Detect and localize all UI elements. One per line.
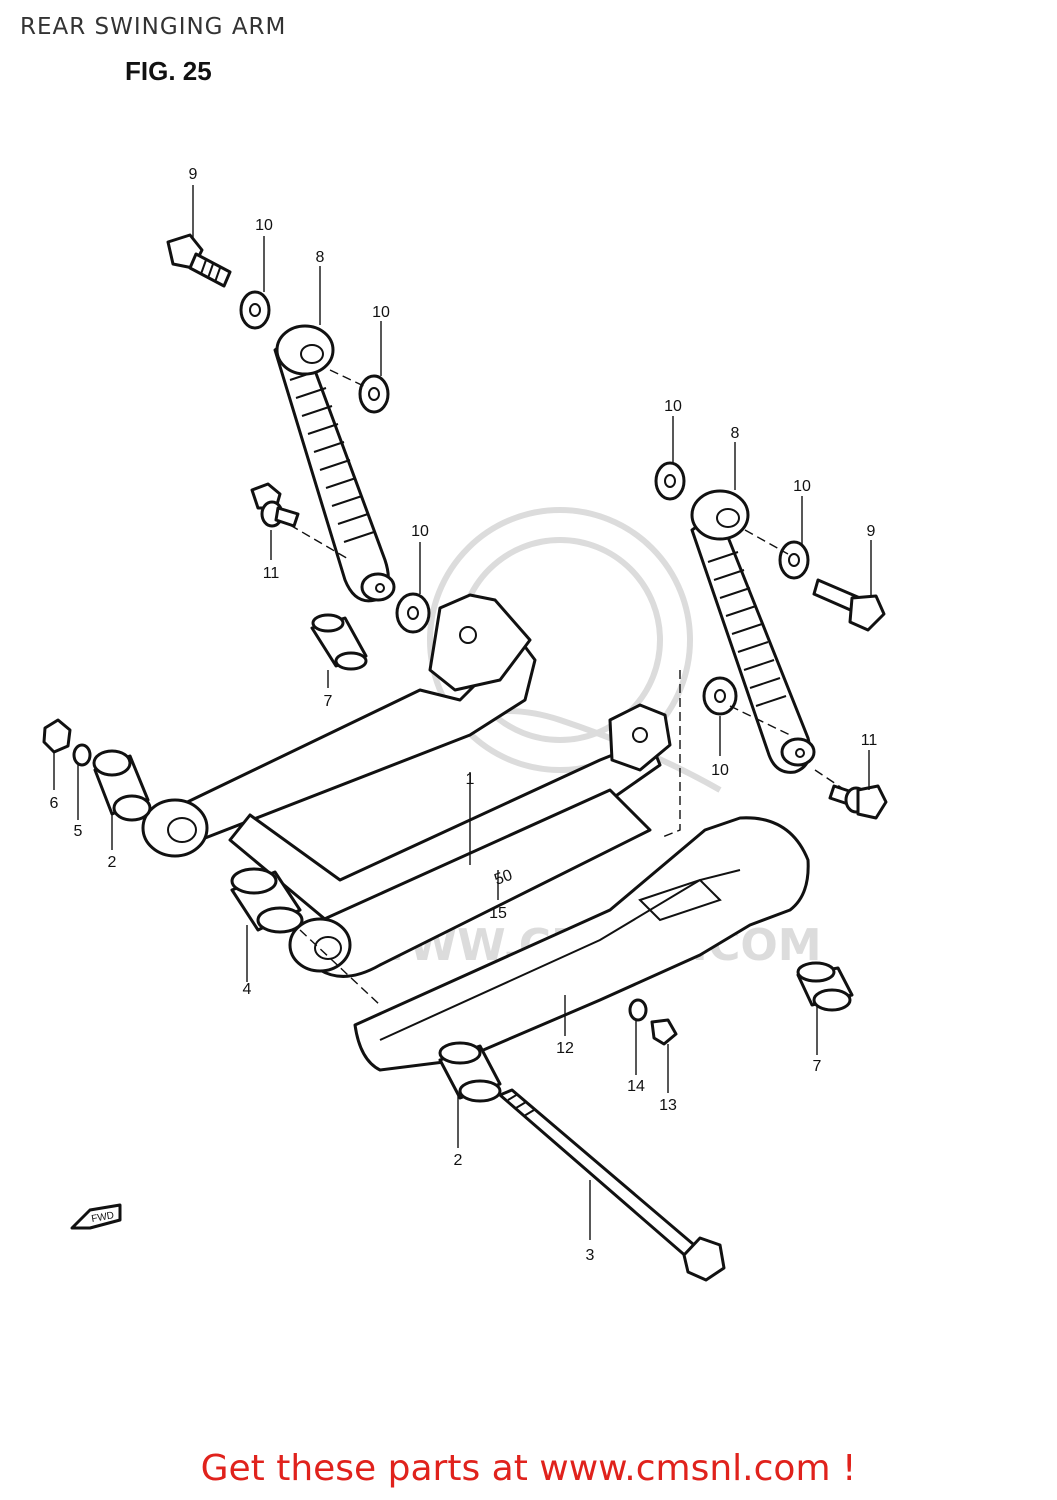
- forward-direction-arrow: FWD: [70, 1203, 122, 1230]
- washer-14: [628, 998, 648, 1022]
- callout-3: 3: [586, 1247, 595, 1264]
- callout-9-left: 9: [189, 166, 198, 183]
- left-shock-absorber: [273, 324, 396, 603]
- callout-12: 12: [556, 1040, 574, 1057]
- pivot-shaft: [498, 1088, 726, 1282]
- callout-7-upper: 7: [324, 693, 333, 710]
- callout-10-d: 10: [664, 398, 682, 415]
- nut-6: [42, 718, 72, 754]
- callout-8-left: 8: [316, 249, 325, 266]
- right-shock-absorber: [690, 489, 816, 774]
- bush-4: [230, 867, 304, 934]
- callout-2-lower: 2: [454, 1152, 463, 1169]
- buy-parts-link[interactable]: Get these parts at www.cmsnl.com !: [200, 1448, 857, 1489]
- callout-10-f: 10: [711, 762, 729, 779]
- callout-8-right: 8: [731, 425, 740, 442]
- callout-10-b: 10: [372, 304, 390, 321]
- assembly-lines: [289, 369, 846, 1006]
- chain-case: [353, 816, 810, 1072]
- callout-11-right: 11: [861, 732, 878, 749]
- shock-upper-bolt-left: [166, 233, 232, 288]
- direction-label: FWD: [91, 1210, 115, 1225]
- washer-5: [72, 743, 92, 767]
- callout-6: 6: [50, 795, 59, 812]
- callout-1: 1: [466, 771, 475, 788]
- bush-2-lower: [438, 1041, 502, 1103]
- shock-lower-bolt-right: [828, 784, 888, 820]
- collar-7-lower: [796, 961, 854, 1012]
- washer-group: [239, 290, 810, 716]
- callout-15: 15: [489, 905, 507, 922]
- shock-lower-bolt-left: [250, 482, 300, 528]
- bush-2-upper: [92, 749, 152, 822]
- callout-9-right: 9: [867, 523, 876, 540]
- callout-7-lower: 7: [813, 1058, 822, 1075]
- callout-10-e: 10: [793, 478, 811, 495]
- swing-arm: 50: [141, 593, 672, 978]
- callout-labels: 9 10 8 10 11 10 7 10 8 10 9 10 11 1 15 6…: [50, 166, 878, 1264]
- callout-10-a: 10: [255, 217, 273, 234]
- callout-11-left: 11: [263, 565, 280, 582]
- shock-upper-bolt-right: [812, 578, 886, 632]
- collar-7-upper: [310, 613, 368, 671]
- leader-lines: [53, 185, 872, 1240]
- callout-2-upper: 2: [108, 854, 117, 871]
- callout-5: 5: [74, 823, 83, 840]
- callout-13: 13: [659, 1097, 677, 1114]
- bolt-13: [650, 1018, 678, 1046]
- page-title: REAR SWINGING ARM: [20, 14, 287, 40]
- figure-label: FIG. 25: [125, 56, 212, 86]
- callout-4: 4: [243, 981, 252, 998]
- callout-10-c: 10: [411, 523, 429, 540]
- callout-14: 14: [627, 1078, 645, 1095]
